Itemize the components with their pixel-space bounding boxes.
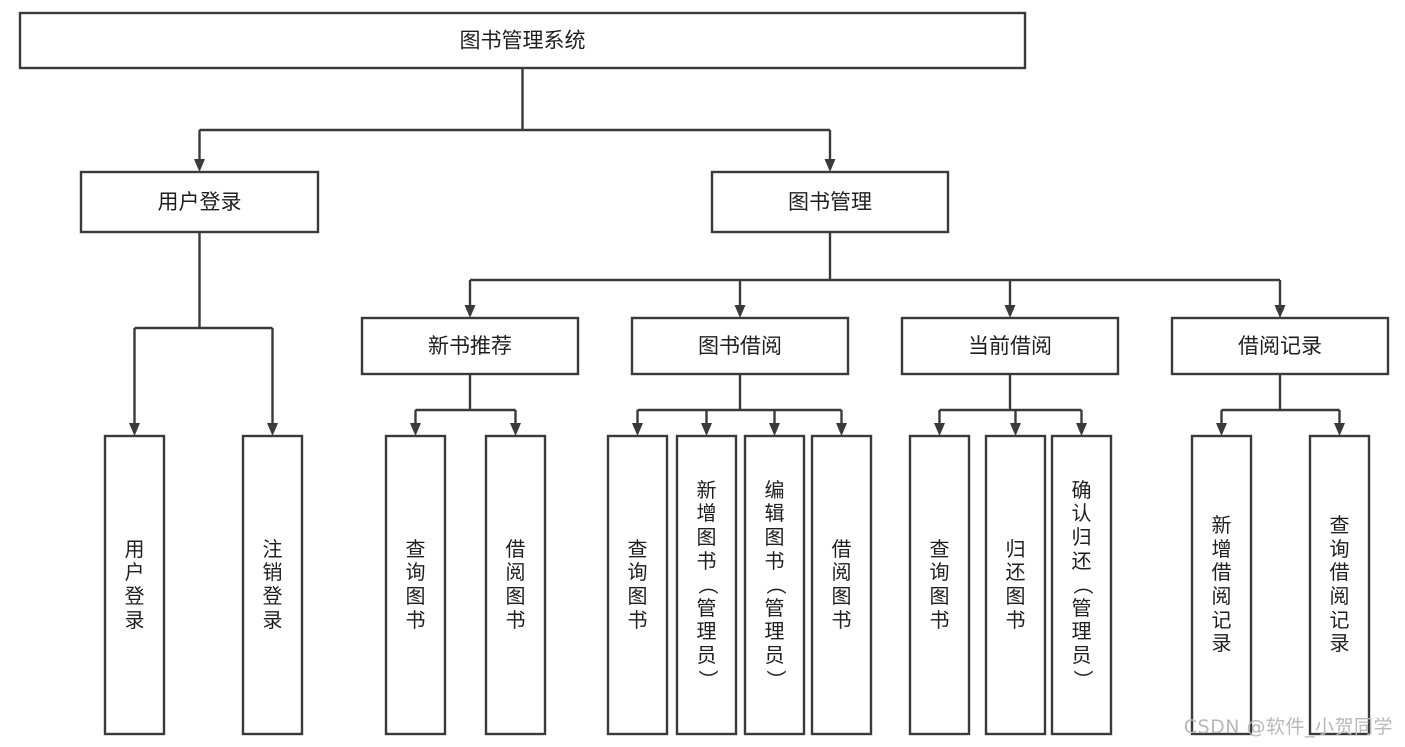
arrow-icon-leaf-user-logout bbox=[267, 423, 278, 436]
node-label-book-borrow: 图书借阅 bbox=[698, 334, 782, 358]
arrow-icon-current-borrow bbox=[1004, 305, 1016, 318]
node-box-leaf-confirm-return[interactable] bbox=[1050, 434, 1113, 736]
node-box-leaf-borrow-book-1[interactable] bbox=[484, 434, 547, 736]
node-box-book-borrow[interactable] bbox=[630, 316, 850, 376]
arrow-icon-leaf-borrow-book-2 bbox=[836, 423, 847, 436]
arrow-icon-user-login bbox=[194, 159, 205, 172]
node-box-leaf-user-logout[interactable] bbox=[241, 434, 304, 736]
node-label-user-login: 用户登录 bbox=[158, 190, 242, 214]
node-box-leaf-add-borrow-record[interactable] bbox=[1190, 434, 1253, 736]
node-box-leaf-query-borrow-record[interactable] bbox=[1308, 434, 1371, 736]
node-label-current-borrow: 当前借阅 bbox=[968, 334, 1052, 358]
arrow-icon-leaf-query-borrow-record bbox=[1334, 423, 1345, 436]
node-box-new-book-recommend[interactable] bbox=[360, 316, 580, 376]
arrow-icon-leaf-query-book-3 bbox=[934, 423, 945, 436]
connector-layer bbox=[129, 68, 1345, 436]
arrow-icon-leaf-add-book bbox=[701, 423, 712, 436]
arrow-icon-leaf-user-login bbox=[129, 423, 140, 436]
node-box-book-manage[interactable] bbox=[710, 170, 950, 234]
node-box-borrow-record[interactable] bbox=[1170, 316, 1390, 376]
node-label-root: 图书管理系统 bbox=[460, 29, 586, 53]
arrow-icon-book-borrow bbox=[734, 305, 746, 318]
watermark: CSDN @软件_小贺同学 bbox=[1183, 716, 1393, 738]
node-box-leaf-borrow-book-2[interactable] bbox=[810, 434, 873, 736]
arrow-icon-borrow-record bbox=[1274, 305, 1286, 318]
arrow-icon-leaf-borrow-book-1 bbox=[510, 423, 521, 436]
node-label-borrow-record: 借阅记录 bbox=[1238, 334, 1322, 358]
node-box-leaf-user-login[interactable] bbox=[103, 434, 166, 736]
arrow-icon-leaf-add-borrow-record bbox=[1216, 423, 1227, 436]
node-box-leaf-query-book-1[interactable] bbox=[384, 434, 447, 736]
node-box-leaf-query-book-2[interactable] bbox=[606, 434, 669, 736]
arrow-icon-leaf-query-book-2 bbox=[632, 423, 643, 436]
node-box-leaf-return-book[interactable] bbox=[984, 434, 1047, 736]
arrow-icon-leaf-return-book bbox=[1010, 423, 1021, 436]
node-box-leaf-edit-book[interactable] bbox=[743, 434, 806, 736]
node-box-current-borrow[interactable] bbox=[900, 316, 1120, 376]
arrow-icon-leaf-edit-book bbox=[769, 423, 780, 436]
node-box-user-login[interactable] bbox=[79, 170, 320, 234]
arrow-icon-new-book-recommend bbox=[464, 305, 476, 318]
node-label-new-book-recommend: 新书推荐 bbox=[428, 334, 512, 358]
arrow-icon-book-manage bbox=[824, 159, 836, 172]
node-box-root[interactable] bbox=[18, 11, 1027, 70]
node-box-leaf-add-book[interactable] bbox=[675, 434, 738, 736]
node-box-leaf-query-book-3[interactable] bbox=[908, 434, 971, 736]
arrow-icon-leaf-confirm-return bbox=[1076, 423, 1087, 436]
node-label-book-manage: 图书管理 bbox=[788, 190, 872, 214]
arrow-icon-leaf-query-book-1 bbox=[410, 423, 421, 436]
